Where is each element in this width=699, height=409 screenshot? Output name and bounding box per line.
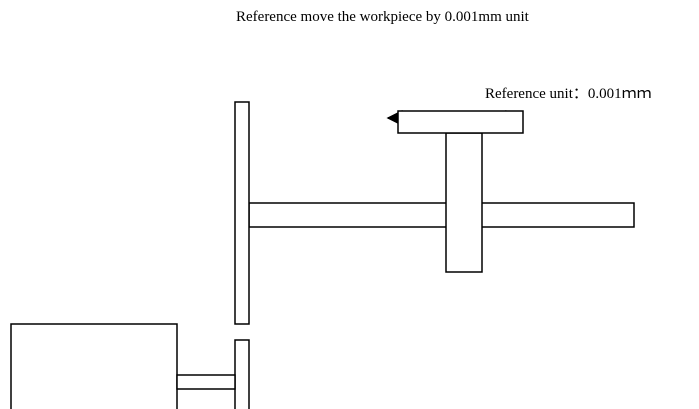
horizontal-shaft [248,202,635,228]
reference-unit-label: Reference unit：0.001ｍｍ [485,86,652,102]
lower-vertical-plate [234,339,250,409]
motor-body [10,323,178,409]
upper-vertical-plate [234,101,250,325]
diagram-caption: Reference move the workpiece by 0.001mm … [236,9,529,25]
motor-shaft [176,374,236,390]
slider-post [445,132,483,273]
workpiece-table [397,110,524,134]
